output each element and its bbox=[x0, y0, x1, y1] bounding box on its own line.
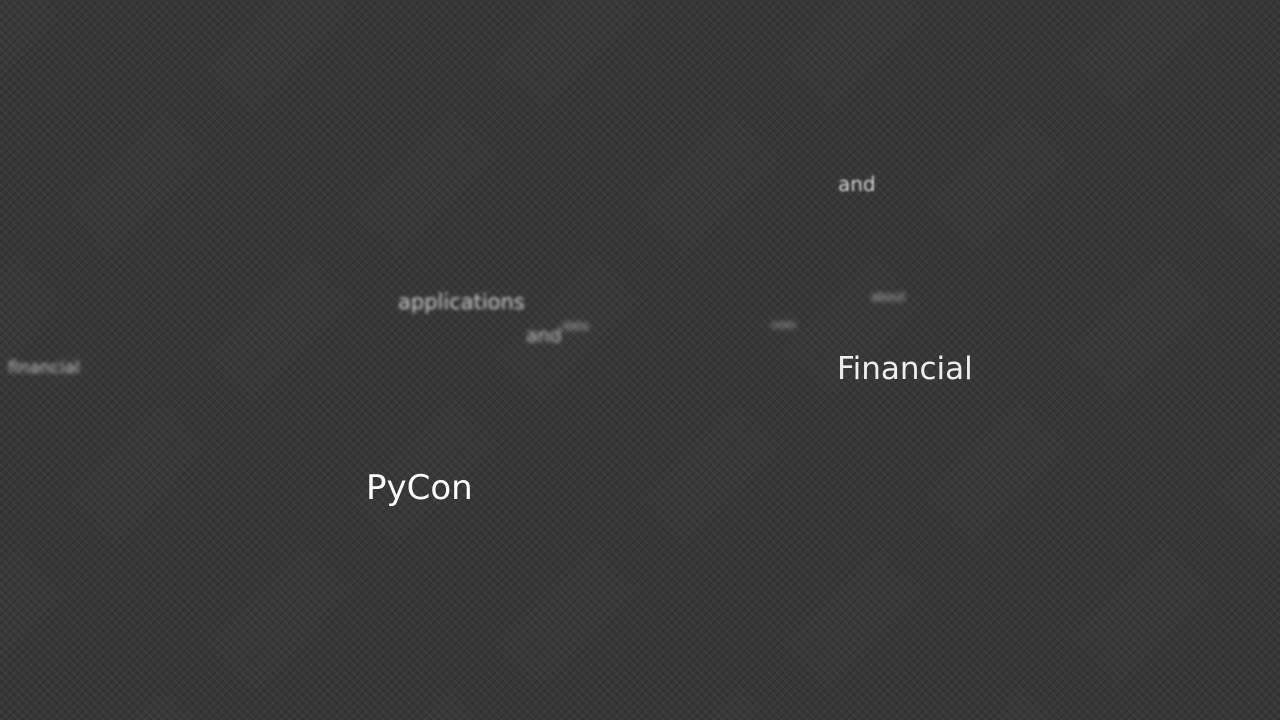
word-blurred-small-1: data bbox=[562, 319, 590, 333]
word-pycon: PyCon bbox=[366, 468, 473, 508]
word-and-middle: and bbox=[526, 325, 562, 347]
word-blurred-small-2: uses bbox=[771, 318, 797, 331]
word-financial-small: financial bbox=[8, 358, 80, 378]
word-applications: applications bbox=[398, 290, 525, 314]
word-blurred-small-3: about bbox=[871, 290, 906, 304]
word-financial-large: Financial bbox=[837, 351, 973, 387]
word-and-top: and bbox=[838, 172, 876, 196]
